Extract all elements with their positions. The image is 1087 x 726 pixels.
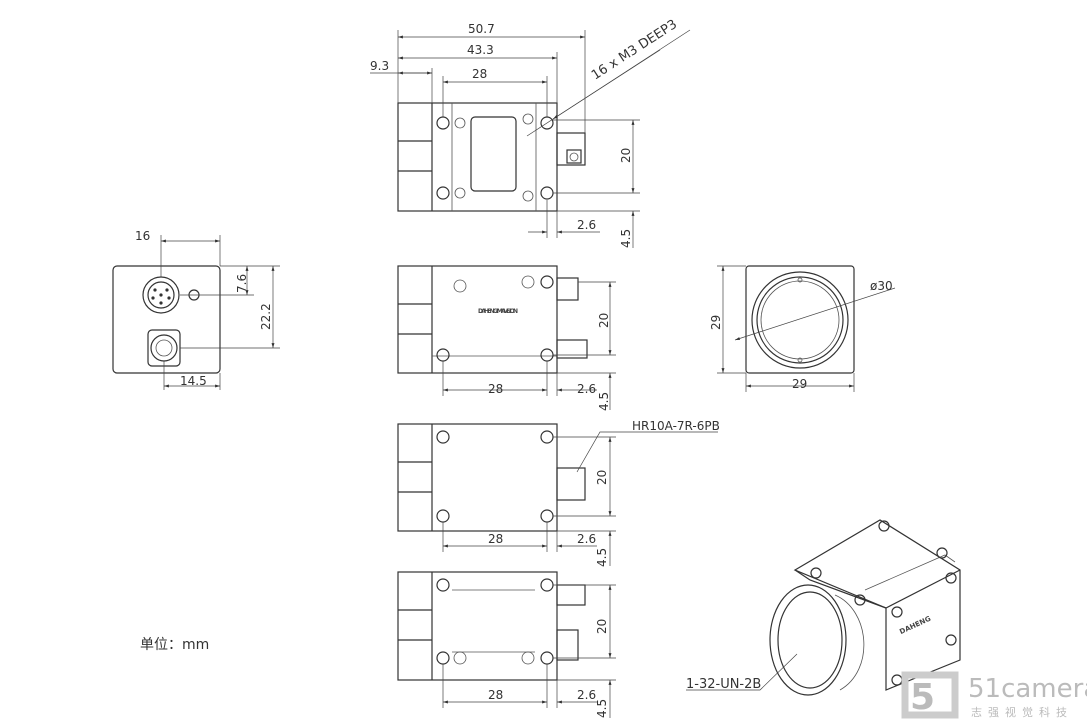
dim-hole-spacing-x: 28 [472,67,487,81]
brand-logo: DAHENG IMAVISION [478,308,518,315]
dim-front-height: 29 [709,315,723,330]
dim-hole-spacing-y: 20 [597,313,611,328]
side-view-2: HR10A-7R-6PB 28 2.6 20 4.5 [397,419,720,567]
unit-label: 单位：mm [140,637,209,653]
thread-callout: 16 x M3 DEEP3 [589,17,680,83]
iso-brand-logo: DAHENG [898,615,932,637]
dim-edge-y: 4.5 [595,548,609,567]
dim-hole-spacing-x: 28 [488,382,503,396]
back-view: 16 7.6 22.2 14.5 [112,229,280,390]
top-view: 50.7 43.3 28 9.3 20 4.5 2.6 16 x M3 DEEP… [370,17,691,248]
dim-height-offset: 22.2 [259,303,273,330]
dim-hole-spacing-y: 20 [619,148,633,163]
dim-edge-y: 4.5 [595,699,609,718]
iso-view: DAHENG 1-32-UN-2B [686,519,961,696]
dim-bottom-offset: 14.5 [180,374,207,388]
dim-hole-spacing-x: 28 [488,532,503,546]
dim-edge-x: 2.6 [577,218,596,232]
svg-text:5: 5 [910,677,935,718]
dim-edge-x: 2.6 [577,532,596,546]
dim-body-length: 43.3 [467,43,494,57]
dim-edge-y: 4.5 [619,229,633,248]
watermark: 5 51camera 志强视觉科技 [901,671,1087,719]
dim-lens-diameter: ø30 [870,279,893,293]
dim-hole-spacing-y: 20 [595,470,609,485]
dim-top-offset: 7.6 [235,274,249,293]
dim-edge-x: 2.6 [577,688,596,702]
dim-edge-y: 4.5 [597,392,611,411]
thread-callout: 1-32-UN-2B [686,677,761,692]
watermark-subtitle: 志强视觉科技 [971,705,1073,719]
dim-connector-offset: 16 [135,229,150,243]
connector-callout: HR10A-7R-6PB [632,419,720,433]
dim-front-width: 29 [792,377,807,391]
side-view-1: DAHENG IMAVISION 28 2.6 20 4.5 [397,265,616,411]
front-view: ø30 29 29 [709,265,896,392]
bottom-view: 28 2.6 20 4.5 [397,571,616,718]
watermark-brand: 51camera [968,674,1087,704]
dim-overall-length: 50.7 [468,22,495,36]
dim-mount-length: 9.3 [370,59,389,73]
dim-edge-x: 2.6 [577,382,596,396]
dim-hole-spacing-y: 20 [595,619,609,634]
dim-hole-spacing-x: 28 [488,688,503,702]
